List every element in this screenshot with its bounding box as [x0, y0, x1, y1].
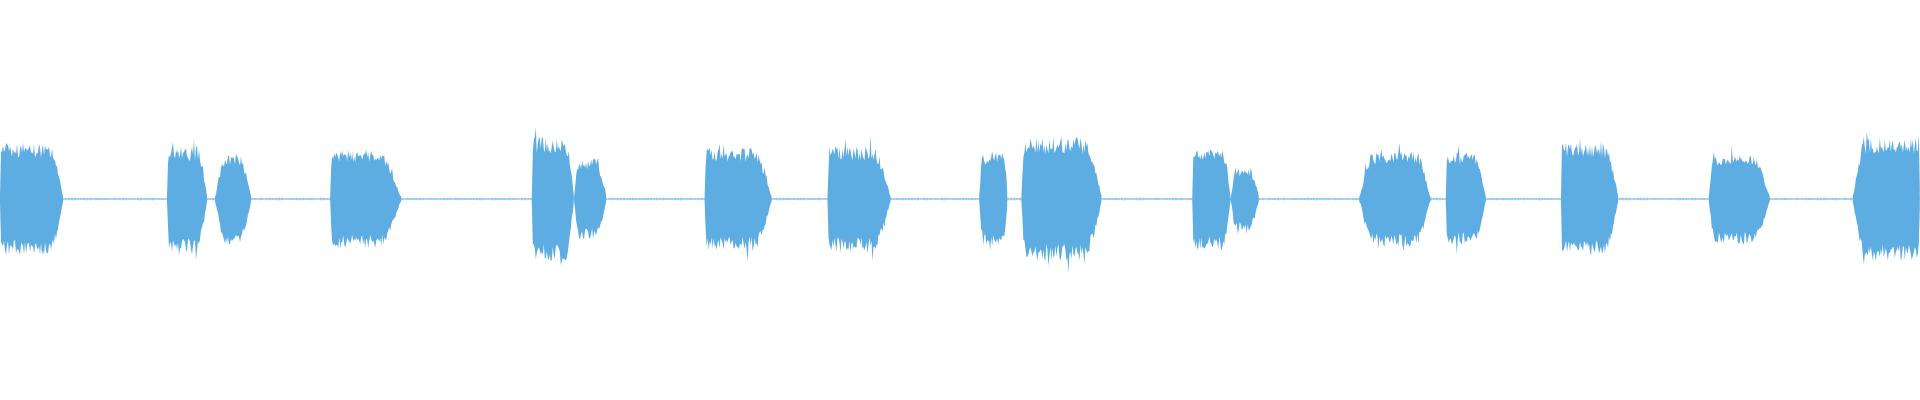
waveform-segment-11 [1192, 149, 1231, 251]
waveform-segment-8 [827, 134, 891, 262]
waveform-segment-1 [0, 142, 63, 256]
waveform-segment-13 [1359, 143, 1431, 252]
waveform-segment-3 [215, 153, 251, 245]
waveform-segment-2 [167, 138, 207, 260]
waveform-segment-14 [1445, 145, 1486, 255]
waveform-segment-9 [979, 151, 1008, 250]
waveform-segment-16 [1708, 145, 1770, 245]
waveform-segment-10 [1021, 136, 1102, 273]
waveform-segment-15 [1561, 138, 1618, 256]
waveform-segment-12 [1230, 167, 1259, 234]
waveform-segment-17 [1852, 131, 1920, 265]
waveform-segments [0, 127, 1920, 273]
waveform-segment-5 [531, 127, 574, 266]
waveform-segment-6 [574, 157, 607, 240]
waveform-segment-7 [704, 143, 772, 262]
waveform-segment-4 [330, 149, 402, 249]
